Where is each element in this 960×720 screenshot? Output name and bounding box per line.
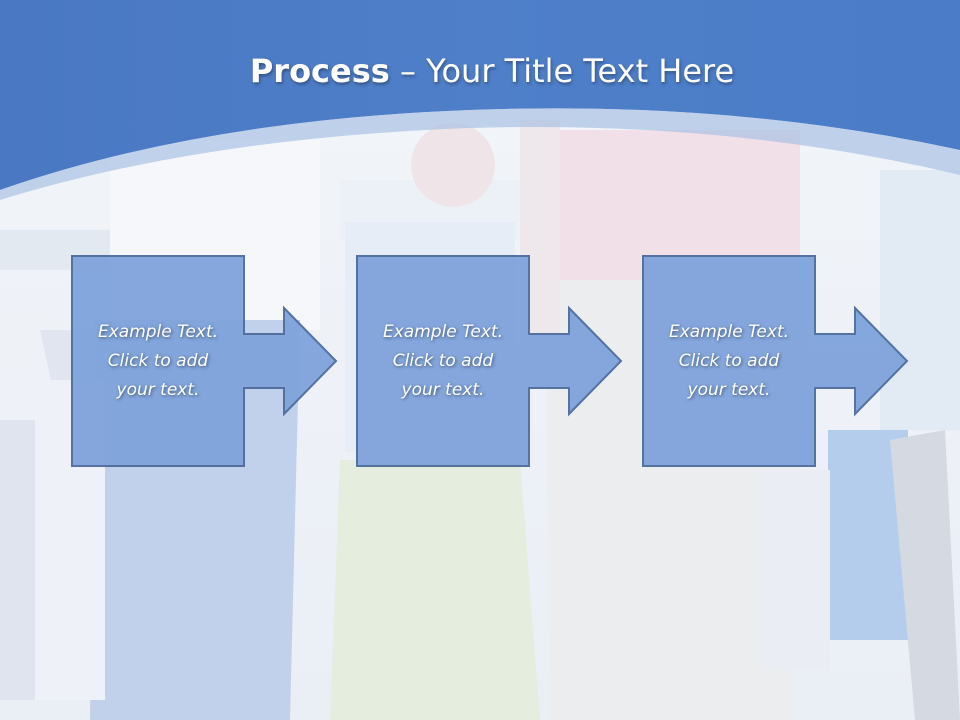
slide-title[interactable]: Process – Your Title Text Here bbox=[0, 52, 960, 90]
title-bold: Process bbox=[249, 52, 390, 90]
step-text: Example Text. Click to add your text. bbox=[97, 321, 219, 400]
step-text: Example Text. Click to add your text. bbox=[668, 321, 790, 400]
step-text: Example Text. Click to add your text. bbox=[382, 321, 504, 400]
arrow-box-shape bbox=[71, 255, 338, 467]
process-step-2[interactable]: Example Text. Click to add your text. bbox=[356, 255, 623, 467]
process-step-3[interactable]: Example Text. Click to add your text. bbox=[642, 255, 909, 467]
title-rest: – Your Title Text Here bbox=[389, 52, 735, 90]
process-step-1[interactable]: Example Text. Click to add your text. bbox=[71, 255, 338, 467]
arrow-box-shape bbox=[642, 255, 909, 467]
arrow-box-shape bbox=[356, 255, 623, 467]
